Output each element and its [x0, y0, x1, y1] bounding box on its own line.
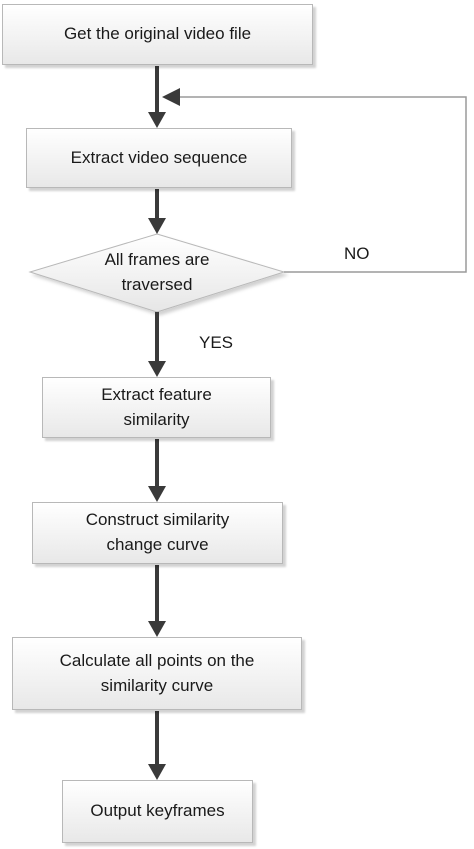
construct-label-line1: Construct similarity [85, 510, 230, 530]
calculate-label-line1: Calculate all points on the [59, 650, 255, 670]
get-original-video-box: Get the original video file [2, 4, 313, 65]
extract-feature-similarity-box: Extract feature similarity [42, 377, 271, 438]
calculate-points-box: Calculate all points on the similarity c… [12, 637, 302, 710]
arrow-head [148, 218, 166, 234]
output-keyframes-box: Output keyframes [62, 780, 253, 843]
yes-branch-label: YES [199, 333, 234, 352]
arrow-head [148, 621, 166, 637]
calculate-label-line2: similarity curve [100, 675, 214, 695]
arrow-head [148, 764, 166, 780]
arrow-head [148, 112, 166, 128]
decision-label: All frames are traversed [60, 248, 254, 297]
decision-label-line2: traversed [121, 274, 193, 294]
loop-arrow-head [162, 88, 180, 106]
decision-label-line1: All frames are [104, 250, 210, 269]
extract-feature-label-line1: Extract feature [101, 384, 212, 404]
loop-back-line [178, 96, 467, 273]
output-keyframes-label: Output keyframes [90, 801, 225, 821]
no-branch-label: NO [344, 244, 370, 263]
extract-video-sequence-label: Extract video sequence [70, 147, 248, 167]
extract-video-sequence-box: Extract video sequence [26, 128, 292, 188]
get-original-video-label: Get the original video file [63, 24, 252, 44]
arrow-head [148, 486, 166, 502]
arrow-head [148, 361, 166, 377]
extract-feature-label-line2: similarity [123, 409, 190, 429]
construct-label-line2: change curve [106, 535, 209, 554]
construct-similarity-curve-box: Construct similarity change curve [32, 502, 283, 564]
